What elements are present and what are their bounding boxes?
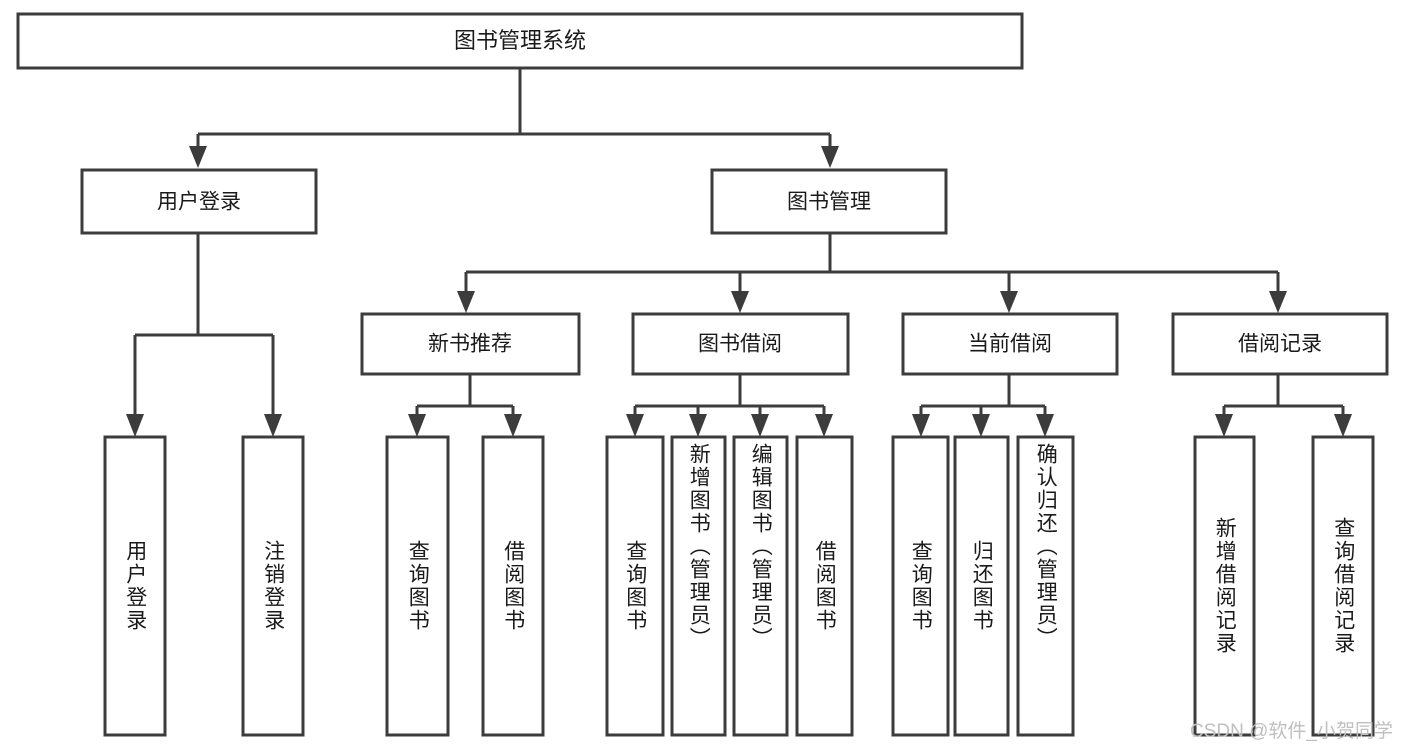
arrow-head-book-borrow [731,291,749,313]
leaf-box-br-add-record[interactable] [1193,435,1256,737]
node-current-borrow[interactable]: 当前借阅 [901,312,1119,376]
arrow-head-leaf-user-login [126,414,144,437]
connector-group-root [189,68,839,168]
connector-group-borrow-record [1215,374,1352,437]
node-book-borrow-box[interactable] [631,312,850,376]
arrow-head-nbr-borrow-book [504,414,522,437]
node-root-label: 图书管理系统 [454,28,586,53]
leaf-box-nbr-query-book[interactable] [385,435,450,737]
node-user-login[interactable]: 用户登录 [80,168,318,235]
arrow-head-cb-return-book [972,414,990,437]
node-borrow-record-box[interactable] [1171,312,1389,376]
arrow-head-cb-confirm-return [1036,414,1054,437]
connector-group-user-login [126,233,282,437]
leaf-box-cb-confirm-return[interactable] [1016,435,1075,737]
arrow-head-br-query-record [1334,414,1352,437]
arrow-head-user-login [189,146,207,168]
leaf-box-user-login[interactable] [103,435,167,737]
node-borrow-record[interactable]: 借阅记录 [1171,312,1389,376]
node-root[interactable]: 图书管理系统 [16,12,1024,70]
leaf-box-cb-query-book[interactable] [891,435,950,737]
node-root-box[interactable] [16,12,1024,70]
arrow-head-book-mgmt [821,146,839,168]
arrow-head-bb-borrow-book [815,414,833,437]
node-new-book-recommend-box[interactable] [360,312,581,376]
leaf-box-bb-add-book[interactable] [670,435,727,737]
node-book-borrow[interactable]: 图书借阅 [631,312,850,376]
connector-group-book-borrow [626,374,833,437]
connector-group-new-book-recommend [408,374,522,437]
arrow-head-current-borrow [1000,291,1018,313]
arrow-head-new-book-recommend [457,291,475,313]
node-book-management-box[interactable] [710,168,948,235]
node-current-borrow-label: 当前借阅 [968,333,1052,356]
csdn-watermark: CSDN @软件_小贺同学 [1190,721,1393,742]
arrow-head-br-add-record [1215,414,1233,437]
leaf-box-bb-borrow-book[interactable] [795,435,854,737]
leaf-box-nbr-borrow-book[interactable] [481,435,545,737]
node-current-borrow-box[interactable] [901,312,1119,376]
node-borrow-record-label: 借阅记录 [1238,333,1322,356]
node-book-management[interactable]: 图书管理 [710,168,948,235]
arrow-head-leaf-logout [264,414,282,437]
leaf-box-bb-edit-book[interactable] [732,435,789,737]
arrow-head-bb-query-book [626,414,644,437]
arrow-head-nbr-query-book [408,414,426,437]
node-new-book-recommend-label: 新书推荐 [428,333,512,356]
connector-group-current-borrow [912,374,1054,437]
leaf-box-logout[interactable] [241,435,305,737]
arrow-head-bb-add-book [689,414,707,437]
arrow-head-borrow-record [1269,291,1287,313]
node-book-management-label: 图书管理 [787,191,871,214]
connector-group-book-mgmt [457,233,1287,313]
leaf-box-cb-return-book[interactable] [953,435,1010,737]
node-user-login-box[interactable] [80,168,318,235]
node-user-login-label: 用户登录 [157,191,241,214]
node-book-borrow-label: 图书借阅 [698,333,782,356]
arrow-head-cb-query-book [912,414,930,437]
leaf-box-br-query-record[interactable] [1311,435,1375,737]
leaf-box-bb-query-book[interactable] [605,435,665,737]
node-new-book-recommend[interactable]: 新书推荐 [360,312,581,376]
arrow-head-bb-edit-book [751,414,769,437]
